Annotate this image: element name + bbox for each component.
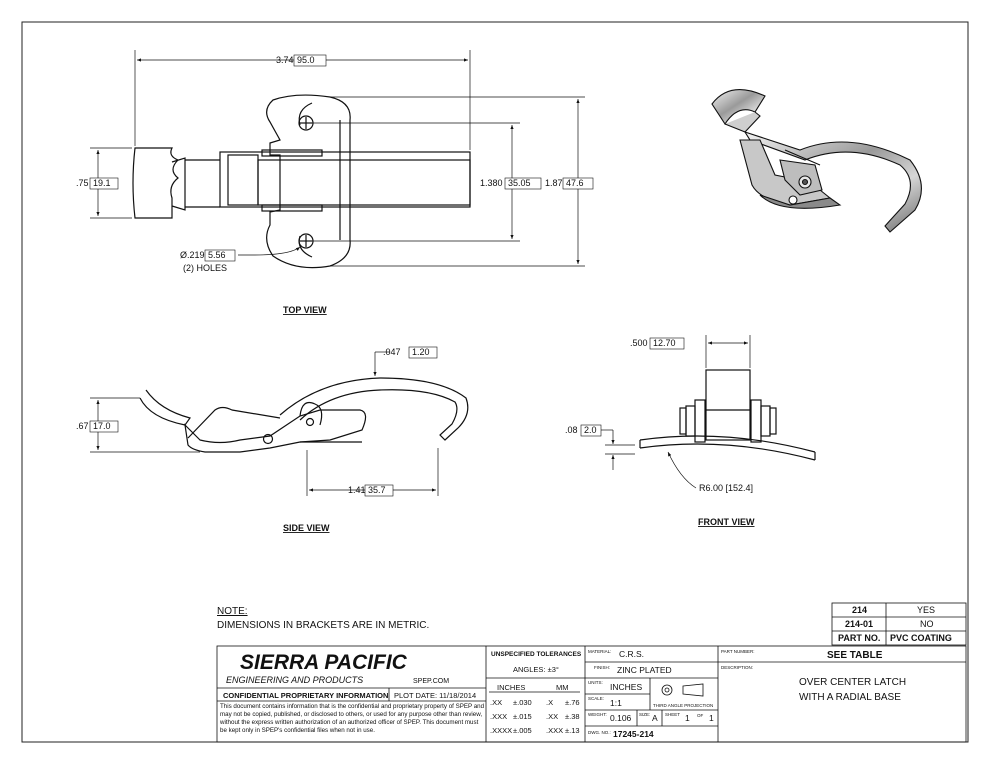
svg-text:DESCRIPTION:: DESCRIPTION:	[721, 665, 753, 670]
svg-text:95.0: 95.0	[297, 55, 315, 65]
svg-text:UNSPECIFIED TOLERANCES: UNSPECIFIED TOLERANCES	[491, 651, 582, 658]
svg-text:±.38: ±.38	[565, 712, 580, 721]
svg-text:1.20: 1.20	[412, 347, 430, 357]
svg-text:OF: OF	[697, 713, 704, 718]
svg-text:1: 1	[685, 713, 690, 723]
svg-text:19.1: 19.1	[93, 178, 111, 188]
svg-text:PART NUMBER:: PART NUMBER:	[721, 649, 755, 654]
svg-text:PLOT DATE: 11/18/2014: PLOT DATE: 11/18/2014	[394, 691, 476, 700]
svg-text:35.7: 35.7	[368, 485, 386, 495]
svg-text:±.030: ±.030	[513, 698, 532, 707]
svg-text:INCHES: INCHES	[497, 683, 525, 692]
svg-text:0.106: 0.106	[610, 713, 632, 723]
svg-text:SHEET: SHEET	[665, 712, 680, 717]
top-view-dimensions	[90, 50, 585, 267]
svg-text:.08: .08	[565, 425, 578, 435]
company-name: SIERRA PACIFIC	[240, 651, 408, 674]
note-heading: NOTE:	[217, 606, 248, 617]
front-view-title: FRONT VIEW	[698, 517, 755, 527]
svg-text:1.41: 1.41	[348, 485, 366, 495]
svg-text:12.70: 12.70	[653, 338, 676, 348]
svg-text:YES: YES	[917, 605, 935, 615]
svg-text:±.76: ±.76	[565, 698, 580, 707]
svg-text:MM: MM	[556, 683, 569, 692]
svg-text:PVC COATING: PVC COATING	[890, 633, 952, 643]
svg-text:±.13: ±.13	[565, 726, 580, 735]
svg-text:1.87: 1.87	[545, 178, 563, 188]
part-row-1: 214	[852, 605, 867, 615]
svg-text:A: A	[652, 713, 658, 723]
svg-text:.500: .500	[630, 338, 648, 348]
svg-text:CONFIDENTIAL PROPRIETARY INFOR: CONFIDENTIAL PROPRIETARY INFORMATION	[223, 691, 388, 700]
sheet-border	[21, 21, 969, 743]
note-text: DIMENSIONS IN BRACKETS ARE IN METRIC.	[217, 620, 430, 631]
front-view	[639, 369, 816, 461]
svg-text:UNITS:: UNITS:	[588, 680, 603, 685]
side-view-title: SIDE VIEW	[283, 523, 330, 533]
svg-text:SPEP.COM: SPEP.COM	[413, 678, 449, 685]
svg-text:MATERIAL:: MATERIAL:	[588, 649, 611, 654]
svg-text:ANGLES: ±3°: ANGLES: ±3°	[513, 665, 559, 674]
svg-text:FINISH:: FINISH:	[594, 665, 610, 670]
isometric-view	[711, 89, 922, 233]
svg-text:.X: .X	[546, 698, 553, 707]
svg-text:±.005: ±.005	[513, 726, 532, 735]
svg-text:47.6: 47.6	[566, 178, 584, 188]
title-block	[216, 645, 967, 743]
svg-text:5.56: 5.56	[208, 250, 226, 260]
svg-text:1.380: 1.380	[480, 178, 503, 188]
svg-text:R6.00 [152.4]: R6.00 [152.4]	[699, 483, 753, 493]
svg-text:1: 1	[709, 713, 714, 723]
top-view	[132, 94, 471, 269]
description-line-1: OVER CENTER LATCH	[799, 677, 906, 688]
svg-text:.XX: .XX	[546, 712, 558, 721]
svg-text:THIRD ANGLE PROJECTION: THIRD ANGLE PROJECTION	[653, 703, 713, 708]
svg-text:(2) HOLES: (2) HOLES	[183, 263, 227, 273]
svg-text:C.R.S.: C.R.S.	[619, 649, 644, 659]
svg-text:WEIGHT:: WEIGHT:	[588, 712, 607, 717]
top-view-labels: 3.74 95.0 .75 19.1 1.380 35.05 1.87 47.6…	[76, 54, 594, 315]
svg-text:.75: .75	[76, 178, 89, 188]
svg-text:.67: .67	[76, 421, 89, 431]
svg-text:.XXXX: .XXXX	[490, 726, 512, 735]
top-view-title: TOP VIEW	[283, 305, 327, 315]
svg-text:.XXX: .XXX	[546, 726, 563, 735]
svg-text:1:1: 1:1	[610, 698, 622, 708]
svg-text:.XXX: .XXX	[490, 712, 507, 721]
drawing-number: 17245-214	[613, 729, 654, 739]
svg-text:35.05: 35.05	[508, 178, 531, 188]
svg-text:.047: .047	[383, 347, 401, 357]
side-view-labels: .047 1.20 .67 17.0 1.41 35.7 SIDE VIEW	[76, 346, 438, 533]
part-number: SEE TABLE	[827, 650, 883, 661]
svg-text:±.015: ±.015	[513, 712, 532, 721]
svg-text:ZINC PLATED: ZINC PLATED	[617, 665, 672, 675]
note-block: NOTE: DIMENSIONS IN BRACKETS ARE IN METR…	[217, 605, 429, 633]
part-row-2: 214-01	[845, 619, 873, 629]
svg-text:DWG. NO.:: DWG. NO.:	[588, 730, 611, 735]
side-view	[139, 377, 469, 453]
svg-text:SCALE:: SCALE:	[588, 696, 604, 701]
svg-text:PART NO.: PART NO.	[838, 633, 880, 643]
svg-text:NO: NO	[920, 619, 934, 629]
svg-text:ENGINEERING AND PRODUCTS: ENGINEERING AND PRODUCTS	[226, 675, 363, 685]
overall-width-label: 3.74	[276, 55, 294, 65]
front-view-labels: .500 12.70 .08 2.0 R6.00 [152.4] FRONT V…	[565, 337, 755, 527]
side-view-dimensions	[90, 351, 439, 496]
svg-text:17.0: 17.0	[93, 421, 111, 431]
parts-table	[831, 602, 967, 646]
svg-text:.XX: .XX	[490, 698, 502, 707]
svg-text:SIZE:: SIZE:	[639, 712, 650, 717]
description-line-2: WITH A RADIAL BASE	[799, 692, 901, 703]
confidential-text: This document contains information that …	[220, 703, 485, 734]
front-view-dimensions	[600, 335, 751, 489]
svg-text:INCHES: INCHES	[610, 682, 642, 692]
svg-text:2.0: 2.0	[584, 425, 597, 435]
svg-text:Ø.219: Ø.219	[180, 250, 205, 260]
